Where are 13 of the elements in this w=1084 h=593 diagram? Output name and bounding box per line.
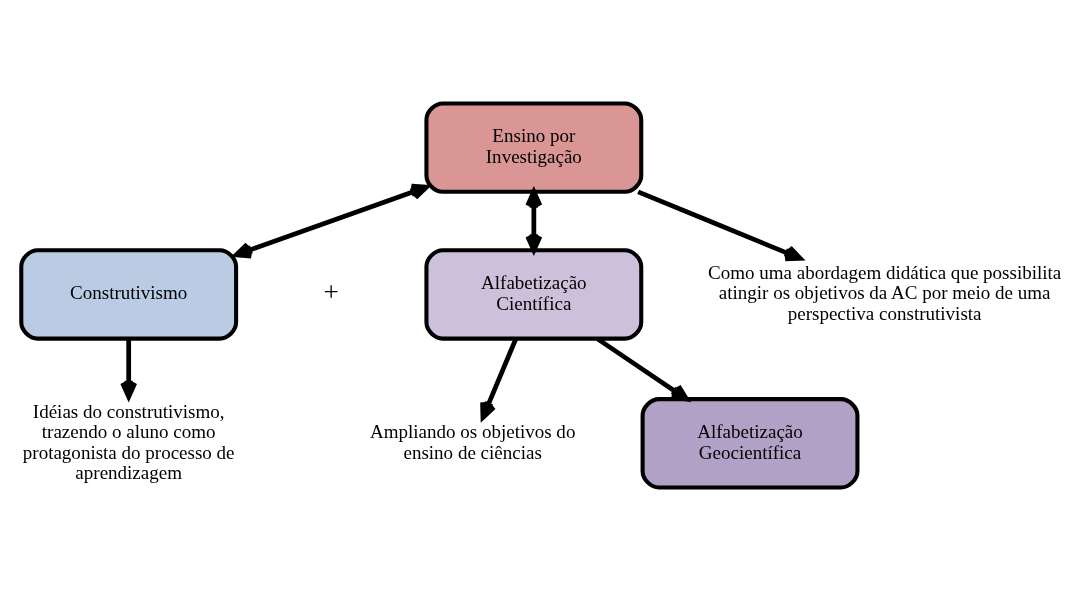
arrow: [480, 337, 518, 420]
node-box: Alfabetização Científica: [424, 248, 644, 341]
node-text: Ampliando os objetivos do ensino de ciências: [369, 421, 576, 463]
node-text: Idéias do construtivismo, trazendo o aluno como protagonista do processo de aprendizagem: [22, 400, 235, 483]
node-box: Alfabetização Geocientífica: [640, 397, 860, 490]
arrow: [637, 189, 803, 262]
node-box: Ensino por Investigação: [424, 101, 644, 194]
node-text: Como uma abordagem didática que possibilita atingir os objetivos da AC por meio de uma perspectiva construtivista: [707, 262, 1062, 324]
arrow: [525, 189, 543, 253]
arrow: [233, 183, 429, 259]
node-box: Construtivismo: [19, 248, 239, 341]
arrow: [120, 338, 138, 400]
label: +: [323, 277, 339, 308]
